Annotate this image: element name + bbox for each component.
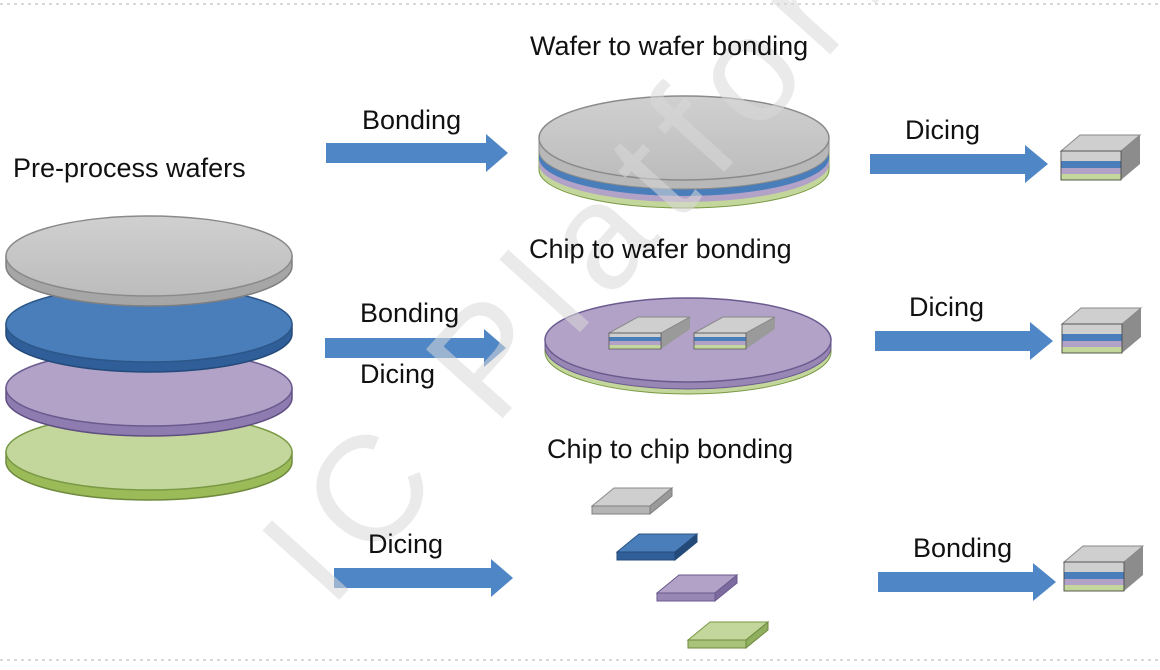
c2c-title: Chip to chip bonding (547, 434, 794, 464)
row3-arrow2-label: Bonding (913, 533, 1013, 563)
c2w-chip-right (693, 316, 776, 350)
w2w-bonded-wafer-stack (538, 95, 830, 209)
chip-green (686, 620, 770, 650)
chip-blue (615, 532, 699, 562)
wafer-green (5, 413, 293, 501)
pre-process-wafer-stack (5, 215, 293, 501)
wafer-blue (5, 285, 293, 373)
c2w-wafer-with-chips (544, 297, 832, 395)
arrow-row3-dicing (334, 559, 513, 597)
final-die-stack-row1 (1059, 134, 1142, 181)
c2w-title: Chip to wafer bonding (529, 234, 792, 264)
chip-purple (655, 573, 739, 603)
arrow-row2-bonding-dicing (325, 329, 506, 367)
row2-arrow1-top-label: Bonding (360, 298, 460, 328)
arrow-row2-dicing (875, 322, 1053, 360)
row1-arrow2-label: Dicing (905, 115, 981, 145)
final-die-stack-row2 (1060, 307, 1143, 354)
arrow-row1-dicing (870, 145, 1048, 183)
row1-arrow1-label: Bonding (362, 105, 462, 135)
chip-gray (590, 486, 674, 516)
pre-process-label: Pre-process wafers (13, 153, 246, 183)
wafer-gray (5, 215, 293, 307)
row3-arrow1-label: Dicing (368, 529, 444, 559)
arrow-row1-bonding (326, 134, 508, 172)
wafer-purple (5, 349, 293, 437)
final-die-stack-row3 (1062, 545, 1145, 592)
c2c-separate-chips (590, 486, 770, 650)
w2w-title: Wafer to wafer bonding (530, 31, 809, 61)
c2w-chip-left (608, 316, 691, 350)
arrow-row3-bonding (878, 563, 1056, 601)
row2-arrow2-label: Dicing (909, 292, 985, 322)
row2-arrow1-bottom-label: Dicing (360, 359, 436, 389)
